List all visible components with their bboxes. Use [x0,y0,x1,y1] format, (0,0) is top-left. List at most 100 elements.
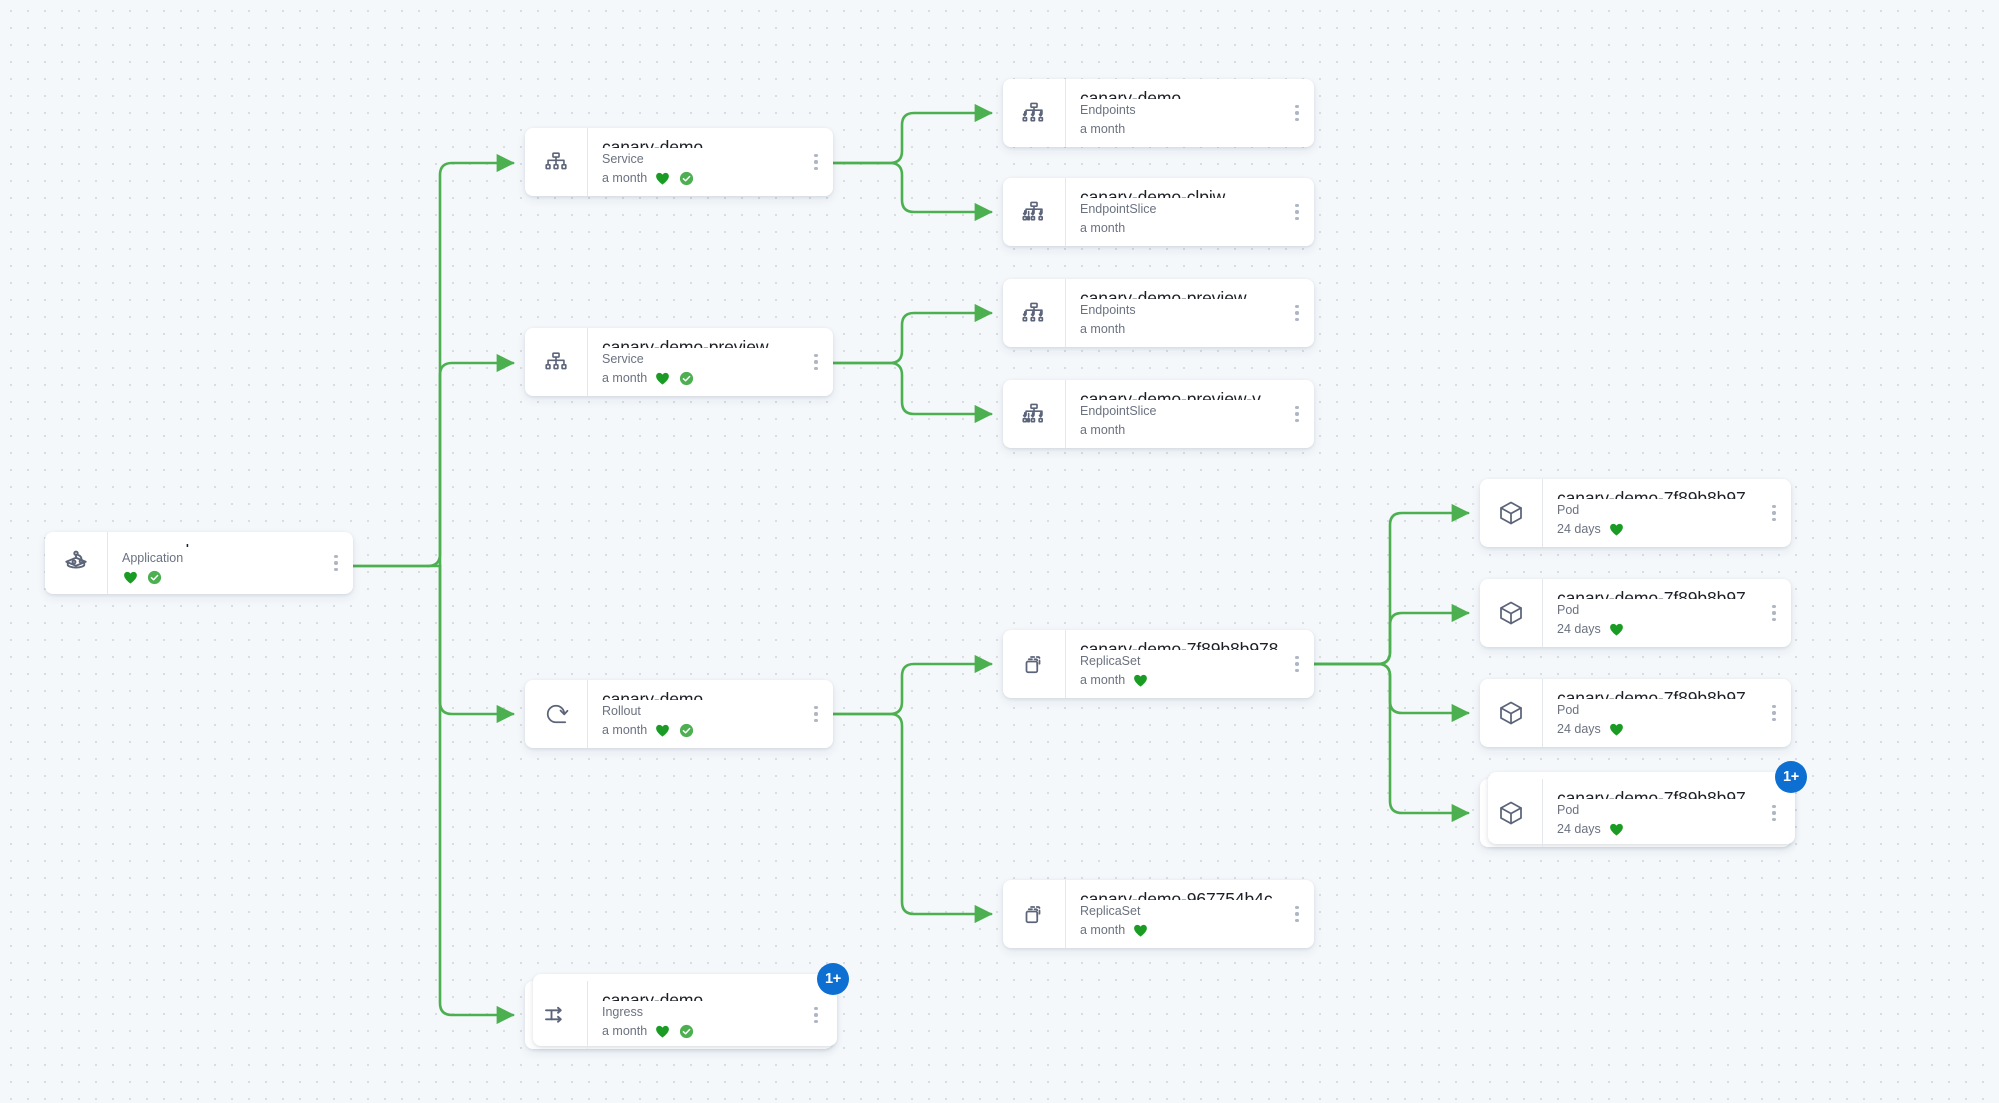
node-kind: Ingress [602,1004,643,1019]
node-age: a month [1080,122,1126,137]
health-heart-icon [1132,922,1149,939]
rollout-icon [525,680,587,748]
node-meta: a month [1080,320,1302,339]
node-endpointslice-canary-demo-clpjw[interactable]: canary-demo-clpjw EndpointSlice a month [1003,178,1314,246]
node-meta: a month [602,721,821,740]
health-heart-icon [1608,621,1625,638]
node-replicaset-7f89b8b978[interactable]: canary-demo-7f89b8b978 ReplicaSet a mont… [1003,630,1314,698]
node-body: canary-demo-967754b4c ReplicaSet a month [1065,880,1314,948]
node-title: canary-demo [122,541,341,547]
node-ingress-canary-demo[interactable]: 1+ canary-demo Ingress a month [525,963,849,1049]
node-meta [122,569,341,586]
health-heart-icon [1608,721,1625,738]
node-kind: Endpoints [1080,102,1136,117]
ingress-icon [525,981,587,1049]
node-menu-button[interactable] [1289,403,1305,425]
node-title: canary-demo [602,689,704,700]
health-heart-icon [654,1023,671,1040]
pod-icon [1480,779,1542,847]
node-kind: Pod [1557,502,1580,517]
node-meta: a month [1080,671,1302,690]
sync-status-check-icon [678,370,695,387]
node-body: canary-demo-preview-v... EndpointSlice a… [1065,380,1314,448]
node-menu-button[interactable] [808,351,824,373]
node-title: canary-demo-7f89b8b97... [1557,488,1760,499]
node-pod-2[interactable]: canary-demo-7f89b8b97... Pod 24 days [1480,579,1791,647]
node-body: canary-demo Ingress a month [587,981,833,1049]
collapsed-children-badge[interactable]: 1+ [817,963,849,995]
node-age: a month [1080,322,1126,337]
node-kind: Service [602,351,644,366]
health-heart-icon [654,170,671,187]
node-body: canary-demo-preview Endpoints a month [1065,279,1314,347]
node-pod-4[interactable]: 1+ canary-demo-7f89b8b97... Pod 24 days [1480,761,1807,847]
node-rollout-canary-demo[interactable]: canary-demo Rollout a month [525,680,833,748]
node-menu-button[interactable] [1289,903,1305,925]
node-endpointslice-canary-demo-preview[interactable]: canary-demo-preview-v... EndpointSlice a… [1003,380,1314,448]
node-pod-3[interactable]: canary-demo-7f89b8b97... Pod 24 days [1480,679,1791,747]
node-body: canary-demo-7f89b8b97... Pod 24 days [1542,779,1791,847]
node-age: a month [602,171,648,186]
endpoints-icon [1003,79,1065,147]
replicaset-icon [1003,880,1065,948]
node-menu-button[interactable] [1766,702,1782,724]
node-body: canary-demo-7f89b8b978 ReplicaSet a mont… [1065,630,1314,698]
node-age: 24 days [1557,722,1601,737]
health-heart-icon [1608,521,1625,538]
node-age: a month [602,723,648,738]
node-body: canary-demo-7f89b8b97... Pod 24 days [1542,679,1791,747]
node-title: canary-demo [602,990,704,1001]
sync-status-check-icon [678,722,695,739]
node-pod-1[interactable]: canary-demo-7f89b8b97... Pod 24 days [1480,479,1791,547]
node-meta: a month [1080,421,1302,440]
service-icon [525,128,587,196]
node-menu-button[interactable] [808,703,824,725]
collapsed-children-badge[interactable]: 1+ [1775,761,1807,793]
node-service-canary-demo[interactable]: canary-demo Service a month [525,128,833,196]
endpointslice-icon [1003,380,1065,448]
node-body: canary-demo-7f89b8b97... Pod 24 days [1542,479,1791,547]
node-endpoints-canary-demo-preview[interactable]: canary-demo-preview Endpoints a month [1003,279,1314,347]
node-body: canary-demo Rollout a month [587,680,833,748]
node-menu-button[interactable] [1289,653,1305,675]
node-kind: Pod [1557,602,1580,617]
node-meta: 24 days [1557,820,1779,839]
node-service-canary-demo-preview[interactable]: canary-demo-preview Service a month [525,328,833,396]
node-title: canary-demo-preview [1080,288,1247,299]
node-menu-button[interactable] [1289,201,1305,223]
node-age: a month [1080,221,1126,236]
pod-icon [1480,579,1542,647]
node-age: a month [1080,423,1126,438]
node-menu-button[interactable] [1766,802,1782,824]
node-menu-button[interactable] [1766,502,1782,524]
node-menu-button[interactable] [1289,302,1305,324]
node-kind: ReplicaSet [1080,903,1141,918]
node-body: canary-demo-7f89b8b97... Pod 24 days [1542,579,1791,647]
node-menu-button[interactable] [808,1004,824,1026]
node-menu-button[interactable] [1766,602,1782,624]
node-age: a month [602,371,648,386]
node-kind: Rollout [602,703,641,718]
replicaset-icon [1003,630,1065,698]
argo-application-icon [45,532,107,594]
sync-status-check-icon [146,569,163,586]
node-title: canary-demo-preview [602,337,769,348]
node-body: canary-demo Service a month [587,128,833,196]
node-menu-button[interactable] [1289,102,1305,124]
node-menu-button[interactable] [808,151,824,173]
node-kind: Pod [1557,702,1580,717]
node-age: 24 days [1557,522,1601,537]
health-heart-icon [654,370,671,387]
node-endpoints-canary-demo[interactable]: canary-demo Endpoints a month [1003,79,1314,147]
node-title: canary-demo-967754b4c [1080,889,1273,900]
node-body: canary-demo Endpoints a month [1065,79,1314,147]
node-menu-button[interactable] [328,552,344,574]
service-icon [525,328,587,396]
endpoints-icon [1003,279,1065,347]
health-heart-icon [1132,672,1149,689]
node-application[interactable]: canary-demo Application [45,532,353,594]
node-body: canary-demo-preview Service a month [587,328,833,396]
node-kind: EndpointSlice [1080,201,1157,216]
node-replicaset-967754b4c[interactable]: canary-demo-967754b4c ReplicaSet a month [1003,880,1314,948]
